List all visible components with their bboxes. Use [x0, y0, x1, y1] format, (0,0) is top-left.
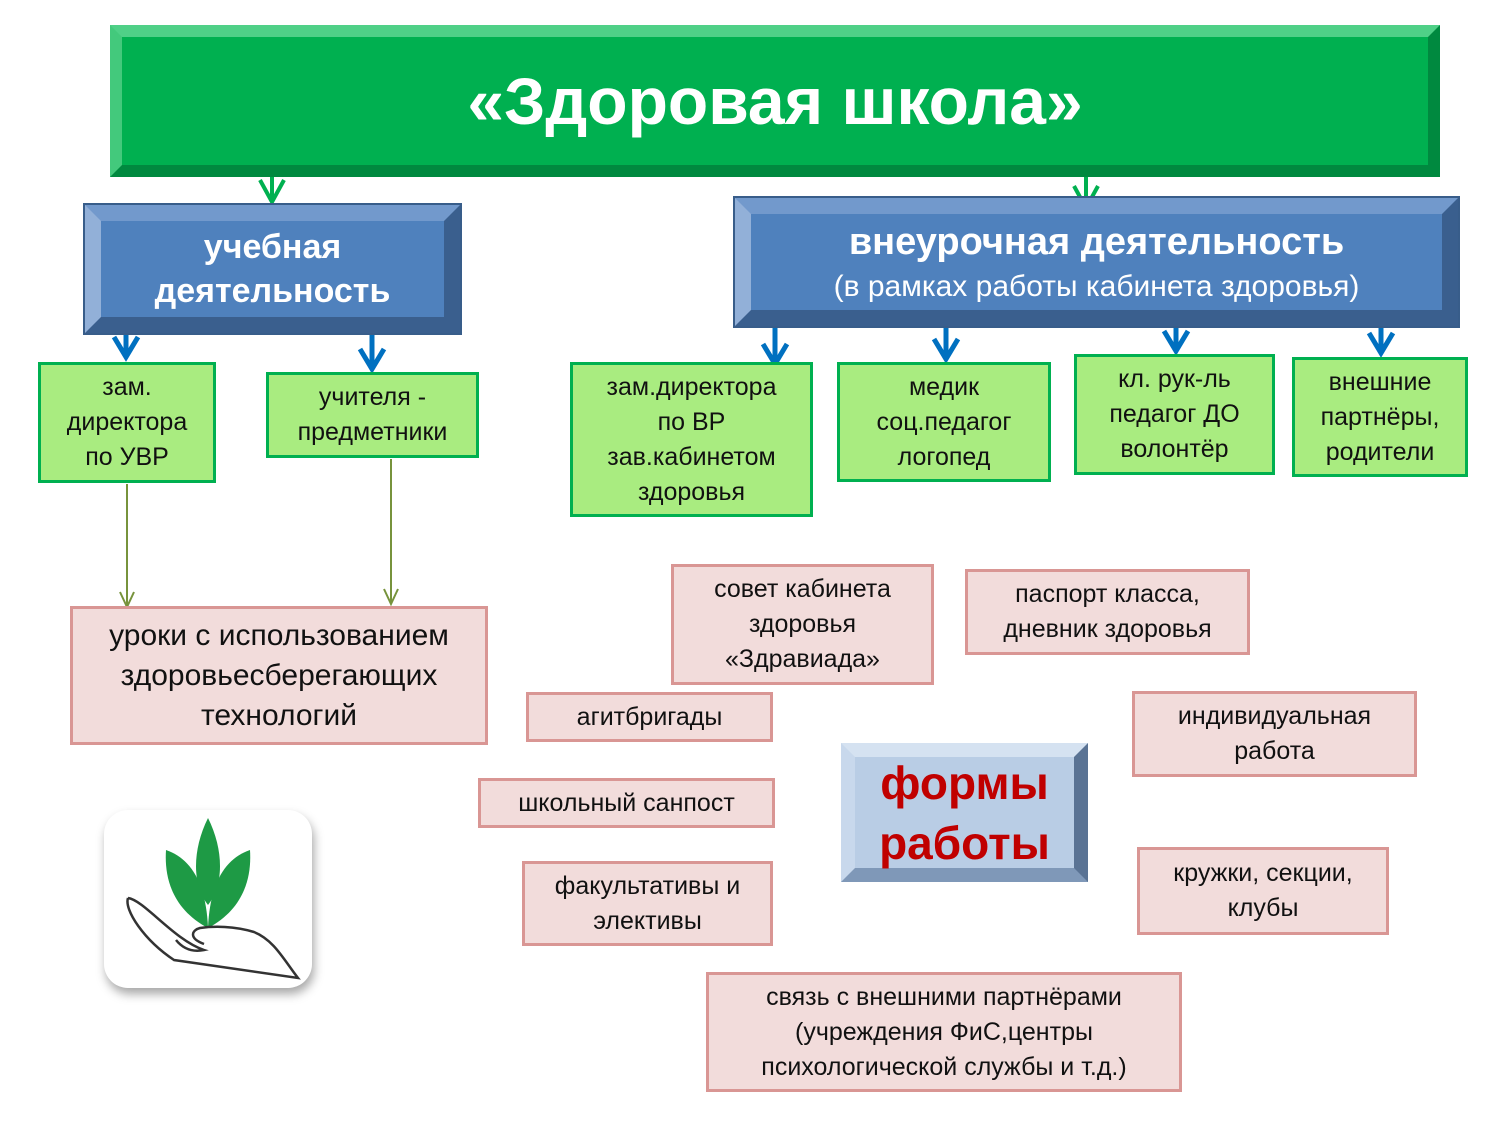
role-box: внешние партнёры, родители: [1292, 357, 1468, 477]
role-line: по УВР: [85, 443, 169, 471]
role-line: предметники: [297, 418, 448, 446]
branch-label: деятельность: [154, 272, 391, 310]
form-line: кружки, секции,: [1173, 859, 1353, 887]
logo-hand-plant-icon: [104, 810, 312, 988]
form-line: психологической службы и т.д.): [761, 1052, 1127, 1081]
form-line: связь с внешними партнёрами: [766, 982, 1122, 1011]
form-line: клубы: [1227, 894, 1299, 922]
form-line: агитбригады: [576, 702, 723, 731]
branch-label: внеурочная деятельность: [848, 221, 1345, 263]
branch-academic: учебная деятельность: [85, 205, 460, 333]
role-box: медик соц.педагог логопед: [837, 362, 1051, 482]
role-line: родители: [1325, 437, 1435, 466]
role-line: учителя -: [318, 383, 427, 411]
role-line: кл. рук-ль: [1118, 365, 1231, 393]
lessons-line: здоровьесберегающих: [120, 658, 438, 692]
role-line: логопед: [897, 442, 991, 471]
role-box: кл. рук-ль педагог ДО волонтёр: [1074, 354, 1275, 475]
form-box: индивидуальная работа: [1132, 691, 1417, 777]
form-box: паспорт класса, дневник здоровья: [965, 569, 1250, 655]
form-box: агитбригады: [526, 692, 773, 742]
form-line: индивидуальная: [1177, 702, 1372, 730]
form-box: кружки, секции, клубы: [1137, 847, 1389, 935]
title-text: «Здоровая школа»: [467, 64, 1083, 138]
role-line: партнёры,: [1320, 402, 1440, 431]
form-line: здоровья: [748, 610, 857, 638]
role-line: зам.: [102, 373, 152, 401]
role-line: здоровья: [637, 477, 746, 506]
role-line: волонтёр: [1120, 435, 1229, 463]
blue-arrows: [111, 314, 1396, 374]
form-line: факультативы и: [554, 871, 741, 900]
form-line: «Здравиада»: [725, 645, 880, 673]
form-line: совет кабинета: [714, 575, 891, 603]
role-box: зам. директора по УВР: [38, 362, 216, 483]
role-box: зам.директора по ВР зав.кабинетом здоровья: [570, 362, 813, 517]
branch-sublabel: (в рамках работы кабинета здоровья): [833, 270, 1360, 303]
role-line: соц.педагог: [876, 407, 1012, 436]
form-box: связь с внешними партнёрами (учреждения Ф…: [706, 972, 1182, 1092]
role-line: внешние: [1328, 367, 1432, 396]
role-line: медик: [908, 372, 980, 401]
form-line: дневник здоровья: [1003, 615, 1212, 643]
forms-of-work-label: формы работы: [841, 743, 1088, 882]
role-line: по ВР: [657, 407, 726, 436]
form-box: совет кабинета здоровья «Здравиада»: [671, 564, 934, 685]
forms-line: формы: [880, 756, 1049, 809]
role-line: зав.кабинетом: [607, 442, 776, 471]
form-box: школьный санпост: [478, 778, 775, 828]
role-line: педагог ДО: [1109, 400, 1240, 428]
branch-label: учебная: [203, 228, 342, 266]
role-line: директора: [66, 408, 188, 436]
form-line: работа: [1234, 737, 1315, 765]
role-line: зам.директора: [606, 372, 777, 401]
lessons-box: уроки с использованием здоровьесберегающи…: [70, 606, 488, 745]
lessons-line: технологий: [200, 698, 357, 732]
forms-line: работы: [879, 816, 1050, 869]
form-line: паспорт класса,: [1015, 580, 1200, 608]
branch-extracurricular: внеурочная деятельность (в рамках работы…: [735, 198, 1458, 326]
form-line: школьный санпост: [518, 788, 735, 817]
lessons-line: уроки с использованием: [109, 618, 449, 652]
form-box: факультативы и элективы: [522, 861, 773, 946]
form-line: элективы: [593, 906, 702, 935]
form-line: (учреждения ФиС,центры: [795, 1017, 1093, 1046]
page-title: «Здоровая школа»: [110, 25, 1440, 177]
role-box: учителя - предметники: [266, 372, 479, 458]
